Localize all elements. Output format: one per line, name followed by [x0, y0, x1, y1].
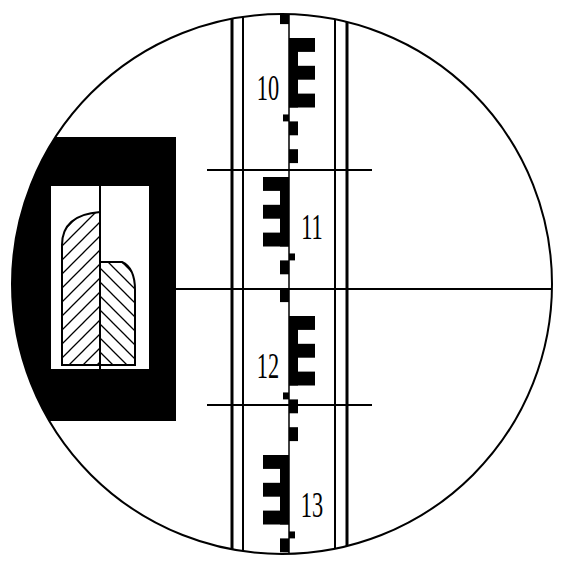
staff-mark — [289, 149, 298, 163]
staff-mark — [283, 392, 289, 399]
staff-mark — [289, 253, 295, 260]
staff-mark — [289, 38, 315, 52]
staff-mark — [263, 483, 289, 497]
staff-edges — [232, 0, 347, 563]
staff-mark — [263, 177, 289, 191]
staff-mark — [280, 288, 289, 302]
staff-number: 10 — [257, 70, 279, 106]
staff-mark — [289, 372, 315, 386]
bubble-divider — [99, 185, 101, 370]
level-window — [50, 185, 150, 370]
staff-mark — [263, 233, 289, 247]
staff-number: 11 — [301, 209, 322, 245]
leveling-staff — [232, 0, 347, 563]
field-outline — [12, 14, 552, 554]
staff-mark — [289, 344, 315, 358]
staff-number: 13 — [301, 487, 323, 523]
staff-mark — [283, 114, 289, 121]
staff-mark — [263, 511, 289, 525]
reticle — [175, 170, 564, 405]
staff-number: 12 — [257, 348, 279, 384]
level-panel — [0, 137, 176, 421]
bubble-half — [62, 212, 100, 365]
staff-mark — [289, 531, 295, 538]
staff-mark — [289, 399, 298, 413]
staff-mark — [280, 260, 289, 274]
staff-mark — [263, 455, 289, 469]
bubble-half — [100, 262, 135, 365]
staff-mark — [289, 427, 298, 441]
staff-mark — [280, 538, 289, 552]
staff-mark — [289, 121, 298, 135]
staff-mark — [280, 10, 289, 24]
staff-mark — [289, 94, 315, 108]
staff-mark — [263, 205, 289, 219]
staff-mark — [289, 316, 315, 330]
staff-mark — [289, 66, 315, 80]
